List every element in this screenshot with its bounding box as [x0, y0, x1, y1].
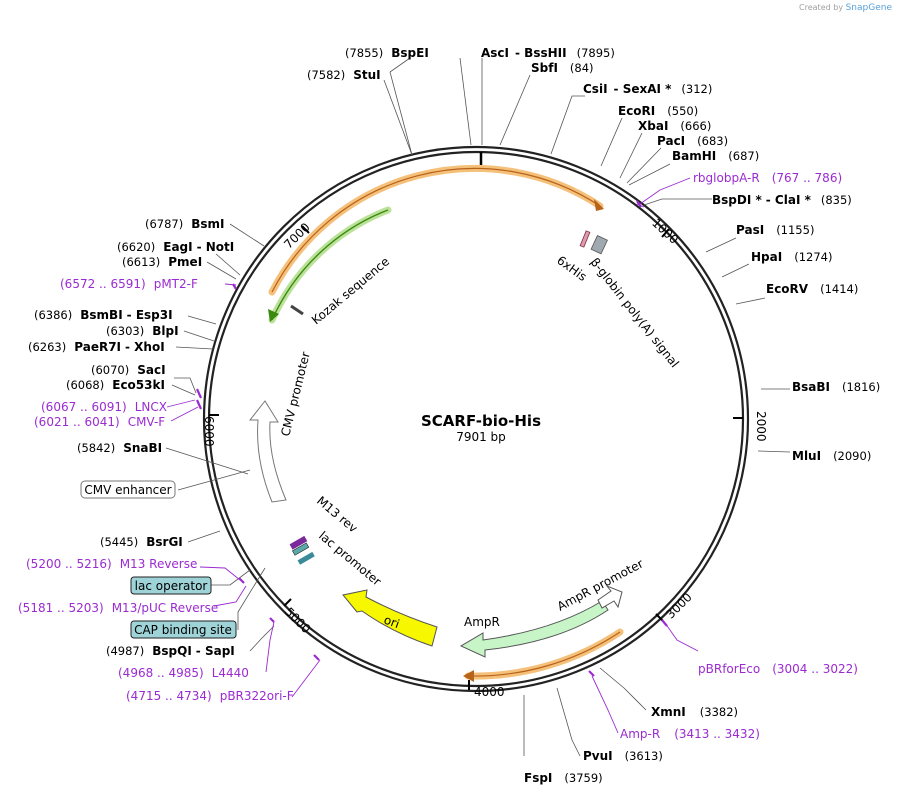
plasmid-length: 7901 bp	[456, 430, 506, 444]
primer-l4440: (4968 .. 4985)L4440	[118, 666, 249, 680]
ampr-arrow: AmpR	[459, 600, 609, 658]
site-bsabi: BsaBI(1816)	[792, 380, 880, 394]
orange-arc-top	[268, 164, 604, 296]
primer-marks	[195, 200, 668, 677]
plasmid-name: SCARF-bio-His	[421, 412, 541, 430]
site-bspqi-sapi: (4987)BspQI- SapI	[106, 644, 235, 658]
site-bamhi: BamHI(687)	[672, 149, 759, 163]
site-stui: (7582)StuI	[307, 68, 381, 82]
ampr-promoter-arrow	[597, 584, 623, 609]
svg-text:CAP binding site: CAP binding site	[134, 623, 232, 637]
leader-lines	[165, 57, 791, 757]
site-pvui: PvuI(3613)	[583, 749, 663, 763]
site-sbfi: SbfI(84)	[531, 61, 594, 75]
lac-operator-mark	[292, 542, 310, 556]
cap-binding-site-box: CAP binding site	[130, 620, 237, 639]
site-hpai: HpaI(1274)	[751, 250, 832, 264]
primer-amp-r: Amp-R(3413 .. 3432)	[620, 727, 760, 741]
site-mlui: MluI(2090)	[792, 449, 871, 463]
site-ecorv: EcoRV(1414)	[766, 282, 858, 296]
lac-operator-box: lac operator	[130, 576, 212, 595]
site-pmei: (6613)PmeI	[122, 255, 202, 269]
m13-mark	[289, 535, 308, 550]
primer-m13-reverse: (5200 .. 5216)M13 Reverse	[26, 557, 197, 571]
primer-cmv-f: (6021 .. 6041)CMV-F	[34, 415, 165, 429]
site-pasi: PasI(1155)	[736, 223, 814, 237]
lac-promoter-label: lac promoter	[316, 529, 384, 589]
tick-marks	[209, 225, 743, 690]
primer-m13-puc-reverse: (5181 .. 5203)M13/pUC Reverse	[18, 601, 218, 615]
site-xbai: XbaI(666)	[638, 119, 711, 133]
site-saci: (6070)SacI	[91, 363, 166, 377]
primer-pbrforeco: pBRforEco(3004 .. 3022)	[698, 662, 858, 676]
snapgene-logo: SnapGene	[845, 3, 892, 13]
kozak-label: Kozak sequence	[309, 254, 392, 327]
site-asci-bsshii: AscI- BssHII(7895)	[481, 46, 615, 60]
cmv-promoter-arrow	[248, 400, 287, 503]
site-eagi-noti: (6620)EagI- NotI	[117, 240, 234, 254]
site-paer7i-xhoi: (6263)PaeR7I- XhoI	[28, 340, 165, 354]
m13rev-label: M13 rev	[314, 494, 360, 536]
svg-text:CMV enhancer: CMV enhancer	[84, 483, 171, 497]
site-fspi: FspI(3759)	[524, 771, 603, 785]
cmv-enhancer-box: CMV enhancer	[80, 480, 176, 499]
primer-rbglobpa-r: rbglobpA-R(767 .. 786)	[693, 171, 842, 185]
site-snabi: (5842)SnaBI	[77, 441, 162, 455]
svg-text:lac operator: lac operator	[135, 579, 208, 593]
site-csii-sexai: CsiI- SexAI *(312)	[583, 82, 712, 96]
site-xmni: XmnI(3382)	[651, 705, 738, 719]
tick-label: 2000	[754, 411, 768, 442]
ori-arrow: ori	[342, 589, 438, 647]
site-bsrgi: (5445)BsrGI	[100, 535, 183, 549]
tick-label: 4000	[474, 685, 505, 699]
sixhis-label: 6xHis	[554, 253, 589, 284]
orange-arc-bottom	[463, 628, 624, 682]
site-bsmbi-esp3i: (6386)BsmBI- Esp3I	[34, 308, 173, 322]
site-blpi: (6303)BlpI	[106, 324, 179, 338]
poly-a-signal-mark	[590, 235, 608, 255]
site-paci: PacI(683)	[657, 134, 728, 148]
kozak-mark	[290, 304, 304, 316]
ori-label: ori	[382, 613, 401, 631]
primer-lncx: (6067 .. 6091)LNCX	[41, 400, 167, 414]
site-bspdi-clai: BspDI *- ClaI *(835)	[712, 193, 852, 207]
snapgene-credit: Created by SnapGene	[799, 3, 892, 13]
primer-pbr322ori-f: (4715 .. 4734)pBR322ori-F	[126, 689, 294, 703]
sixhis-mark	[579, 230, 591, 248]
site-bspei: (7855)BspEI	[345, 46, 429, 60]
tick-label: 5000	[282, 605, 313, 636]
bglobin-label: β-globin poly(A) signal	[588, 255, 682, 370]
site-eco53ki: (6068)Eco53kI	[66, 378, 165, 392]
tick-label: 3000	[663, 590, 694, 621]
cmv-promoter-label: CMV promoter	[278, 350, 313, 437]
backbone-outer	[202, 145, 750, 693]
primer-lines	[166, 177, 699, 734]
green-arc-kozak	[268, 206, 392, 324]
primer-pmt2-f: (6572 .. 6591)pMT2-F	[60, 277, 198, 291]
ampr-label: AmpR	[464, 615, 500, 629]
tick-label: 6000	[202, 416, 216, 447]
site-bsmi: (6787)BsmI	[145, 217, 225, 231]
cap-site-mark	[297, 551, 315, 565]
site-ecori: EcoRI(550)	[618, 104, 698, 118]
